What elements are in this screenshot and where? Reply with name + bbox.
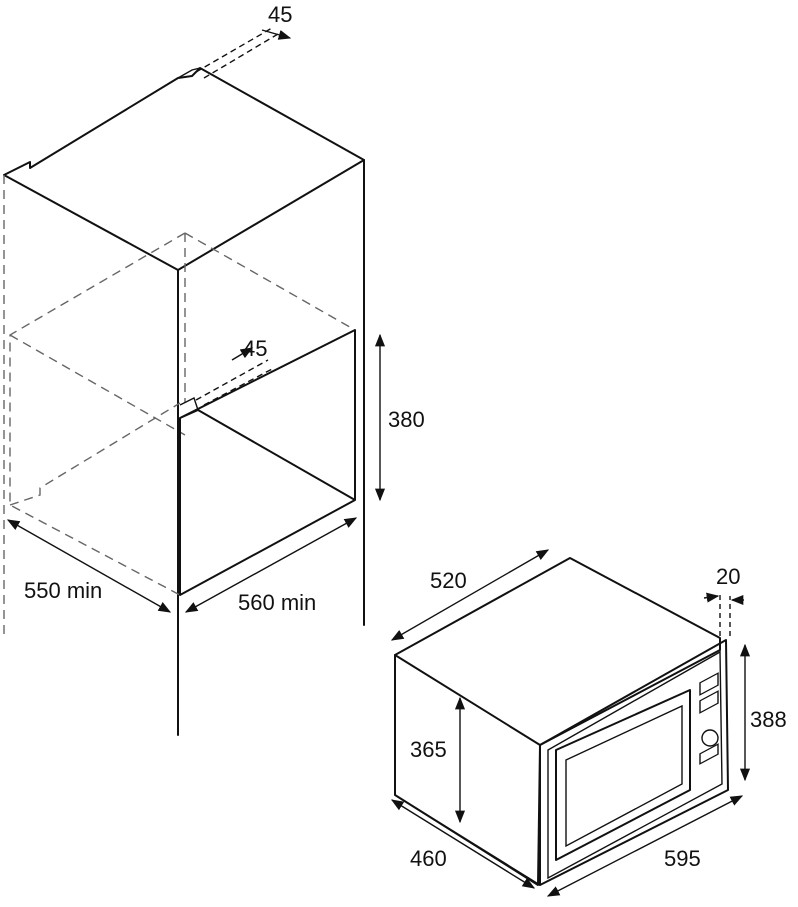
control-button-2	[699, 690, 719, 714]
oven-front-frame	[539, 639, 729, 886]
dim-oven-height-front-label: 388	[750, 707, 787, 732]
dim-oven-frame-label: 20	[716, 564, 740, 589]
dim-oven-height-side: 365	[410, 696, 466, 824]
oven-control-panel	[699, 672, 719, 765]
niche-hidden-bottom	[9, 402, 181, 506]
dim-inner-gap-label: 45	[243, 336, 267, 361]
oven-base	[394, 794, 541, 886]
control-dial	[701, 729, 719, 747]
dim-inner-gap-arrow	[231, 347, 254, 361]
dim-top-gap-arrow	[261, 29, 292, 40]
dim-oven-depth-label: 520	[430, 568, 467, 593]
dim-oven-width: 595	[546, 795, 744, 897]
dim-cavity-height: 380	[374, 333, 425, 502]
niche-hidden-frame	[9, 232, 356, 596]
dim-inner-gap-ext1	[195, 359, 269, 401]
dim-inner-gap: 45	[195, 336, 275, 406]
dim-oven-depth-line	[390, 549, 550, 641]
oven-drawing	[394, 557, 729, 886]
dim-oven-width-line	[546, 795, 744, 897]
control-button-1	[699, 672, 719, 696]
dim-oven-height-front: 388	[739, 643, 787, 782]
dim-oven-body-depth: 460	[390, 799, 536, 889]
dim-oven-body-depth-line	[390, 799, 536, 889]
oven-front-inner	[547, 650, 723, 880]
dim-cavity-width-label: 560 min	[238, 590, 316, 615]
cabinet-top-outline	[3, 67, 365, 271]
cabinet-top-notch	[177, 67, 201, 79]
dim-cavity-depth-label: 550 min	[24, 578, 102, 603]
cabinet-drawing	[3, 67, 365, 736]
dim-cavity-height-label: 380	[388, 407, 425, 432]
niche-lip	[179, 397, 199, 411]
dim-cavity-width-line	[184, 517, 358, 613]
dim-oven-height-side-label: 365	[410, 737, 447, 762]
control-button-3	[699, 743, 719, 765]
dim-top-gap-ext2	[203, 33, 279, 79]
dim-cavity-width: 560 min	[184, 517, 358, 615]
dim-oven-frame: 20	[703, 564, 744, 636]
dim-oven-frame-arrow1	[703, 592, 720, 603]
dim-top-gap-ext1	[195, 27, 273, 73]
niche-box	[179, 329, 356, 596]
dim-top-gap-label: 45	[268, 2, 292, 27]
dim-oven-depth: 520	[390, 549, 550, 641]
dim-cavity-depth-line	[6, 519, 172, 613]
dim-oven-body-depth-label: 460	[410, 846, 447, 871]
dim-cavity-depth: 550 min	[6, 519, 172, 613]
dim-oven-width-label: 595	[664, 846, 701, 871]
oven-window	[555, 689, 691, 861]
dim-inner-gap-ext2	[203, 367, 275, 406]
dim-top-gap: 45	[195, 2, 292, 79]
